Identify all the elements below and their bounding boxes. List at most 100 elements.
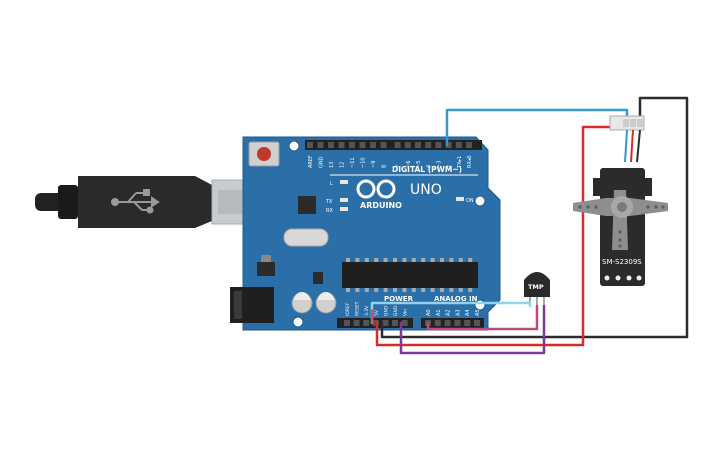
voltage-regulator xyxy=(257,255,275,276)
digital-pin-label: ~10 xyxy=(361,157,367,168)
digital-pin-label: AREF xyxy=(308,155,314,168)
arduino-brand: ARDUINO xyxy=(360,201,402,210)
digital-pin-label: 4 xyxy=(426,165,432,168)
chip-pin xyxy=(355,258,360,262)
usb-cable xyxy=(35,176,261,228)
usb-icon xyxy=(111,189,160,214)
digital-pin[interactable] xyxy=(404,142,411,148)
wire-analog-signal[interactable] xyxy=(426,304,539,331)
mounting-hole xyxy=(288,140,300,152)
crystal-oscillator xyxy=(283,228,329,247)
chip-pin xyxy=(374,258,379,262)
horn-hole xyxy=(661,205,665,209)
chip-pin xyxy=(440,258,444,262)
arduino-model: UNO xyxy=(410,182,442,198)
digital-pin-label: GND xyxy=(319,156,325,168)
analog-pin[interactable] xyxy=(474,320,480,326)
digital-pin[interactable] xyxy=(349,142,355,148)
digital-pin[interactable] xyxy=(380,142,387,148)
chip-pin xyxy=(411,258,416,262)
digital-pin[interactable] xyxy=(466,142,472,148)
digital-pin-label: 12 xyxy=(340,162,346,168)
led-tx-label: TX xyxy=(325,199,333,205)
servo-mount-hole xyxy=(615,275,621,281)
servo-mount-hole xyxy=(604,275,610,281)
digital-pin[interactable] xyxy=(317,142,324,148)
chip-pin xyxy=(346,288,350,292)
digital-pin-label: ~5 xyxy=(416,161,422,168)
analog-pin[interactable] xyxy=(454,320,461,326)
usb-cable-boot xyxy=(58,185,78,219)
analog-pin[interactable] xyxy=(464,320,471,326)
power-pin[interactable] xyxy=(353,320,360,326)
analog-header-label: ANALOG IN xyxy=(434,295,478,303)
led-tx xyxy=(340,198,348,202)
led-rx xyxy=(340,207,348,211)
digital-pin[interactable] xyxy=(394,142,401,148)
servo-wire-ground xyxy=(636,129,641,163)
power-pin[interactable] xyxy=(363,320,370,326)
digital-pin[interactable] xyxy=(338,142,345,148)
chip-pin xyxy=(393,258,397,262)
chip-pin xyxy=(402,258,407,262)
led-rx-label: RX xyxy=(326,208,333,214)
servo-mount-hole xyxy=(626,275,632,281)
temperature-sensor[interactable]: TMP xyxy=(524,272,550,306)
horn-hole xyxy=(646,205,650,209)
power-pin[interactable] xyxy=(382,320,389,326)
wire-ground-servo[interactable] xyxy=(380,96,689,339)
chip-pin xyxy=(421,258,426,262)
digital-pin[interactable] xyxy=(435,142,442,148)
horn-hole xyxy=(618,244,622,248)
analog-pin[interactable] xyxy=(444,320,451,326)
digital-pin[interactable] xyxy=(415,142,421,148)
horn-hole xyxy=(594,205,598,209)
horn-hole xyxy=(654,205,658,209)
chip-pin xyxy=(458,288,463,292)
servo-tab-left xyxy=(593,178,600,196)
chip-pin xyxy=(364,288,369,292)
power-pin-label: 5V xyxy=(374,309,380,316)
servo-horn[interactable] xyxy=(573,190,668,250)
digital-pin[interactable] xyxy=(425,142,432,148)
mounting-hole xyxy=(474,195,486,207)
digital-pin[interactable] xyxy=(359,142,366,148)
digital-pin[interactable] xyxy=(307,142,313,148)
small-component xyxy=(313,272,323,284)
chip-pin xyxy=(430,258,435,262)
chip-pin xyxy=(393,288,397,292)
power-pin-label: RESET xyxy=(355,301,361,316)
digital-pin-label: TX▸1 xyxy=(457,156,463,169)
digital-pin[interactable] xyxy=(455,142,462,148)
chip-pin xyxy=(374,288,379,292)
power-pin[interactable] xyxy=(401,320,408,326)
power-pin[interactable] xyxy=(344,320,350,326)
horn-hole xyxy=(618,230,622,234)
usb-interface-chip xyxy=(298,196,316,214)
servo-motor[interactable]: SM-S2309S xyxy=(573,115,668,286)
wires xyxy=(370,96,689,355)
analog-pin-label: A5 xyxy=(475,309,481,316)
analog-header xyxy=(421,318,484,328)
led-on xyxy=(456,197,464,201)
digital-pin-label: RX◂0 xyxy=(467,155,473,168)
chip-pin xyxy=(468,288,473,292)
horn-hole xyxy=(578,205,582,209)
power-jack xyxy=(230,287,274,323)
digital-pin-label: 13 xyxy=(329,162,335,168)
chip-pin xyxy=(346,258,350,262)
atmega-chip xyxy=(342,258,478,292)
reset-button[interactable] xyxy=(248,141,280,167)
digital-pin[interactable] xyxy=(445,142,452,148)
analog-pin[interactable] xyxy=(434,320,441,326)
wire-ground-sensor[interactable] xyxy=(399,304,546,355)
digital-pin[interactable] xyxy=(328,142,334,148)
chip-pin xyxy=(440,288,444,292)
power-pin[interactable] xyxy=(392,320,398,326)
digital-pin-label: 2 xyxy=(447,165,453,168)
digital-pin-label: ~3 xyxy=(436,161,442,168)
digital-pin[interactable] xyxy=(370,142,376,148)
